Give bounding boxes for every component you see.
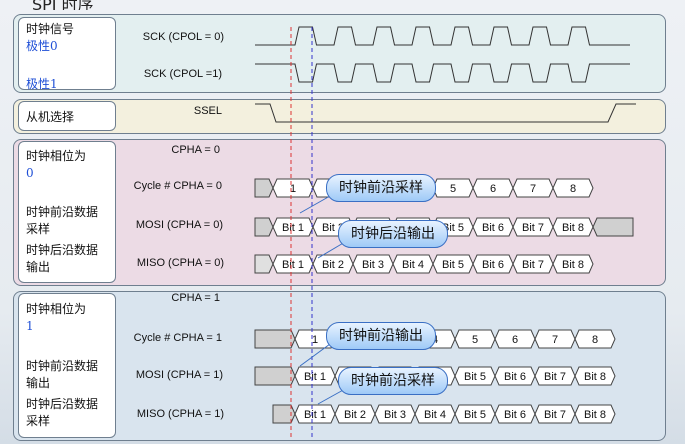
cpha0-cycle-cell-8 bbox=[552, 178, 594, 198]
cpha1-mosi-cell-label-7: Bit 7 bbox=[544, 371, 566, 383]
cpha1-phase-value: 1 bbox=[26, 319, 34, 333]
clock-signal-label: 时钟信号 bbox=[26, 22, 75, 36]
cpha1-miso-cell-label-3: Bit 3 bbox=[384, 409, 406, 421]
cpha0-miso-lead-cell bbox=[254, 254, 274, 274]
cpha1-miso-label: MISO (CPHA = 1) bbox=[136, 408, 224, 420]
cpha1-mosi-cell-label-1: Bit 1 bbox=[304, 371, 326, 383]
cpha0-label-box bbox=[18, 141, 116, 283]
cpha0-miso-label: MISO (CPHA = 0) bbox=[136, 257, 224, 269]
cpha0-miso-cell-8 bbox=[552, 254, 594, 274]
cpha1-cycle-cell-label-5: 5 bbox=[472, 334, 478, 346]
cpha1-miso-cell-label-4: Bit 4 bbox=[424, 409, 446, 421]
cpha1-callout-leading-output: 时钟前沿输出 bbox=[326, 322, 436, 350]
sck-cpol1-waveform bbox=[255, 63, 630, 83]
cpha0-miso-cell-label-6: Bit 6 bbox=[482, 259, 504, 271]
slave-select-label: 从机选择 bbox=[26, 110, 75, 124]
cpha0-miso-cell-label-1: Bit 1 bbox=[282, 259, 304, 271]
cpha1-callout-b-pointer bbox=[317, 388, 346, 405]
cpha0-mosi-cell-label-1: Bit 1 bbox=[282, 222, 304, 234]
cpha1-cycle-lead-cell bbox=[254, 329, 296, 349]
cpha1-cycle-cell-label-8: 8 bbox=[592, 334, 598, 346]
cpha1-header: CPHA = 1 bbox=[171, 292, 220, 304]
cpha1-mosi-cell-label-8: Bit 8 bbox=[584, 371, 606, 383]
cpha1-label-box bbox=[18, 293, 116, 438]
cpha1-miso-cell-label-2: Bit 2 bbox=[344, 409, 366, 421]
cpha0-mosi-label: MOSI (CPHA = 0) bbox=[135, 219, 223, 231]
cpha1-cycle-cell-label-1: 1 bbox=[312, 334, 318, 346]
cpha0-phase-label: 时钟相位为 bbox=[26, 149, 87, 163]
sck-cpol0-waveform bbox=[255, 26, 630, 46]
ssel-waveform bbox=[255, 103, 636, 123]
cpha0-miso-cell-label-2: Bit 2 bbox=[322, 259, 344, 271]
cpha0-callout-b-pointer bbox=[317, 241, 346, 259]
cpha0-miso-cell-label-4: Bit 4 bbox=[402, 259, 424, 271]
cpha0-mosi-tail-cell bbox=[592, 217, 634, 237]
cpha1-cycle-cell-label-7: 7 bbox=[552, 334, 558, 346]
cpha0-cycle-cell-label-5: 5 bbox=[450, 183, 456, 195]
cpha0-cycle-cell-label-6: 6 bbox=[490, 183, 496, 195]
cpha0-callout-a-pointer bbox=[299, 195, 331, 214]
cpha0-trailing-label: 时钟后沿数据输出 bbox=[26, 243, 99, 274]
cpha1-callout-a-pointer bbox=[299, 343, 331, 367]
cpha1-miso-cell-label-1: Bit 1 bbox=[304, 409, 326, 421]
cpha1-mosi-label: MOSI (CPHA = 1) bbox=[135, 369, 223, 381]
cpha0-miso-cell-label-5: Bit 5 bbox=[442, 259, 464, 271]
cpha0-miso-cell-label-3: Bit 3 bbox=[362, 259, 384, 271]
cpha0-cycle-cell-label-7: 7 bbox=[530, 183, 536, 195]
sck-cpol0-label: SCK (CPOL = 0) bbox=[142, 31, 224, 43]
polarity0-label: 极性0 bbox=[26, 39, 58, 53]
ssel-label: SSEL bbox=[193, 105, 222, 117]
sck-cpol1-label: SCK (CPOL =1) bbox=[143, 68, 222, 80]
cpha0-mosi-cell-label-7: Bit 7 bbox=[522, 222, 544, 234]
cpha1-mosi-cell-label-6: Bit 6 bbox=[504, 371, 526, 383]
cpha0-cycle-cell-label-8: 8 bbox=[570, 183, 576, 195]
cpha0-mosi-lead-cell bbox=[254, 217, 274, 237]
cpha1-phase-label: 时钟相位为 bbox=[26, 302, 87, 316]
cpha1-miso-lead-cell bbox=[272, 404, 296, 424]
slave-select-panel bbox=[13, 99, 666, 134]
page-title: SPI 时序 bbox=[32, 0, 94, 10]
cpha0-leading-label: 时钟前沿数据采样 bbox=[26, 205, 99, 236]
cpha1-cycle-cell-8 bbox=[574, 329, 616, 349]
cpha1-leading-label: 时钟前沿数据输出 bbox=[26, 359, 99, 390]
cpha1-miso-cell-label-5: Bit 5 bbox=[464, 409, 486, 421]
cpha1-cycle-cell-label-6: 6 bbox=[512, 334, 518, 346]
cpha0-callout-leading-sample: 时钟前沿采样 bbox=[326, 174, 436, 202]
cpha0-miso-cell-label-7: Bit 7 bbox=[522, 259, 544, 271]
cpha1-callout-leading-sample: 时钟前沿采样 bbox=[338, 367, 448, 395]
cpha0-mosi-cell-label-6: Bit 6 bbox=[482, 222, 504, 234]
cpha0-cycle-cell-label-1: 1 bbox=[290, 183, 296, 195]
cpha0-cycle-lead-cell bbox=[254, 178, 274, 198]
cpha1-miso-cell-label-7: Bit 7 bbox=[544, 409, 566, 421]
cpha1-mosi-cell-label-5: Bit 5 bbox=[464, 371, 486, 383]
cpha1-trailing-label: 时钟后沿数据采样 bbox=[26, 397, 99, 428]
cpha0-mosi-cell-label-8: Bit 8 bbox=[562, 222, 584, 234]
cpha0-phase-value: 0 bbox=[26, 166, 34, 180]
cpha1-miso-cell-8 bbox=[574, 404, 616, 424]
cpha1-cycle-label: Cycle # CPHA = 1 bbox=[133, 332, 222, 344]
cpha1-miso-cell-label-8: Bit 8 bbox=[584, 409, 606, 421]
cpha0-miso-cell-label-8: Bit 8 bbox=[562, 259, 584, 271]
cpha0-callout-trailing-output: 时钟后沿输出 bbox=[338, 220, 448, 248]
polarity1-label: 极性1 bbox=[26, 77, 58, 91]
cpha1-mosi-cell-8 bbox=[574, 366, 616, 386]
page-title-partial: SPI 时序 bbox=[0, 0, 685, 10]
cpha1-miso-cell-label-6: Bit 6 bbox=[504, 409, 526, 421]
cpha0-cycle-label: Cycle # CPHA = 0 bbox=[133, 180, 222, 192]
slave-select-label-box bbox=[18, 101, 116, 131]
clock-label-box bbox=[18, 17, 116, 90]
cpha1-mosi-lead-cell bbox=[254, 366, 296, 386]
cpha0-header: CPHA = 0 bbox=[171, 144, 220, 156]
